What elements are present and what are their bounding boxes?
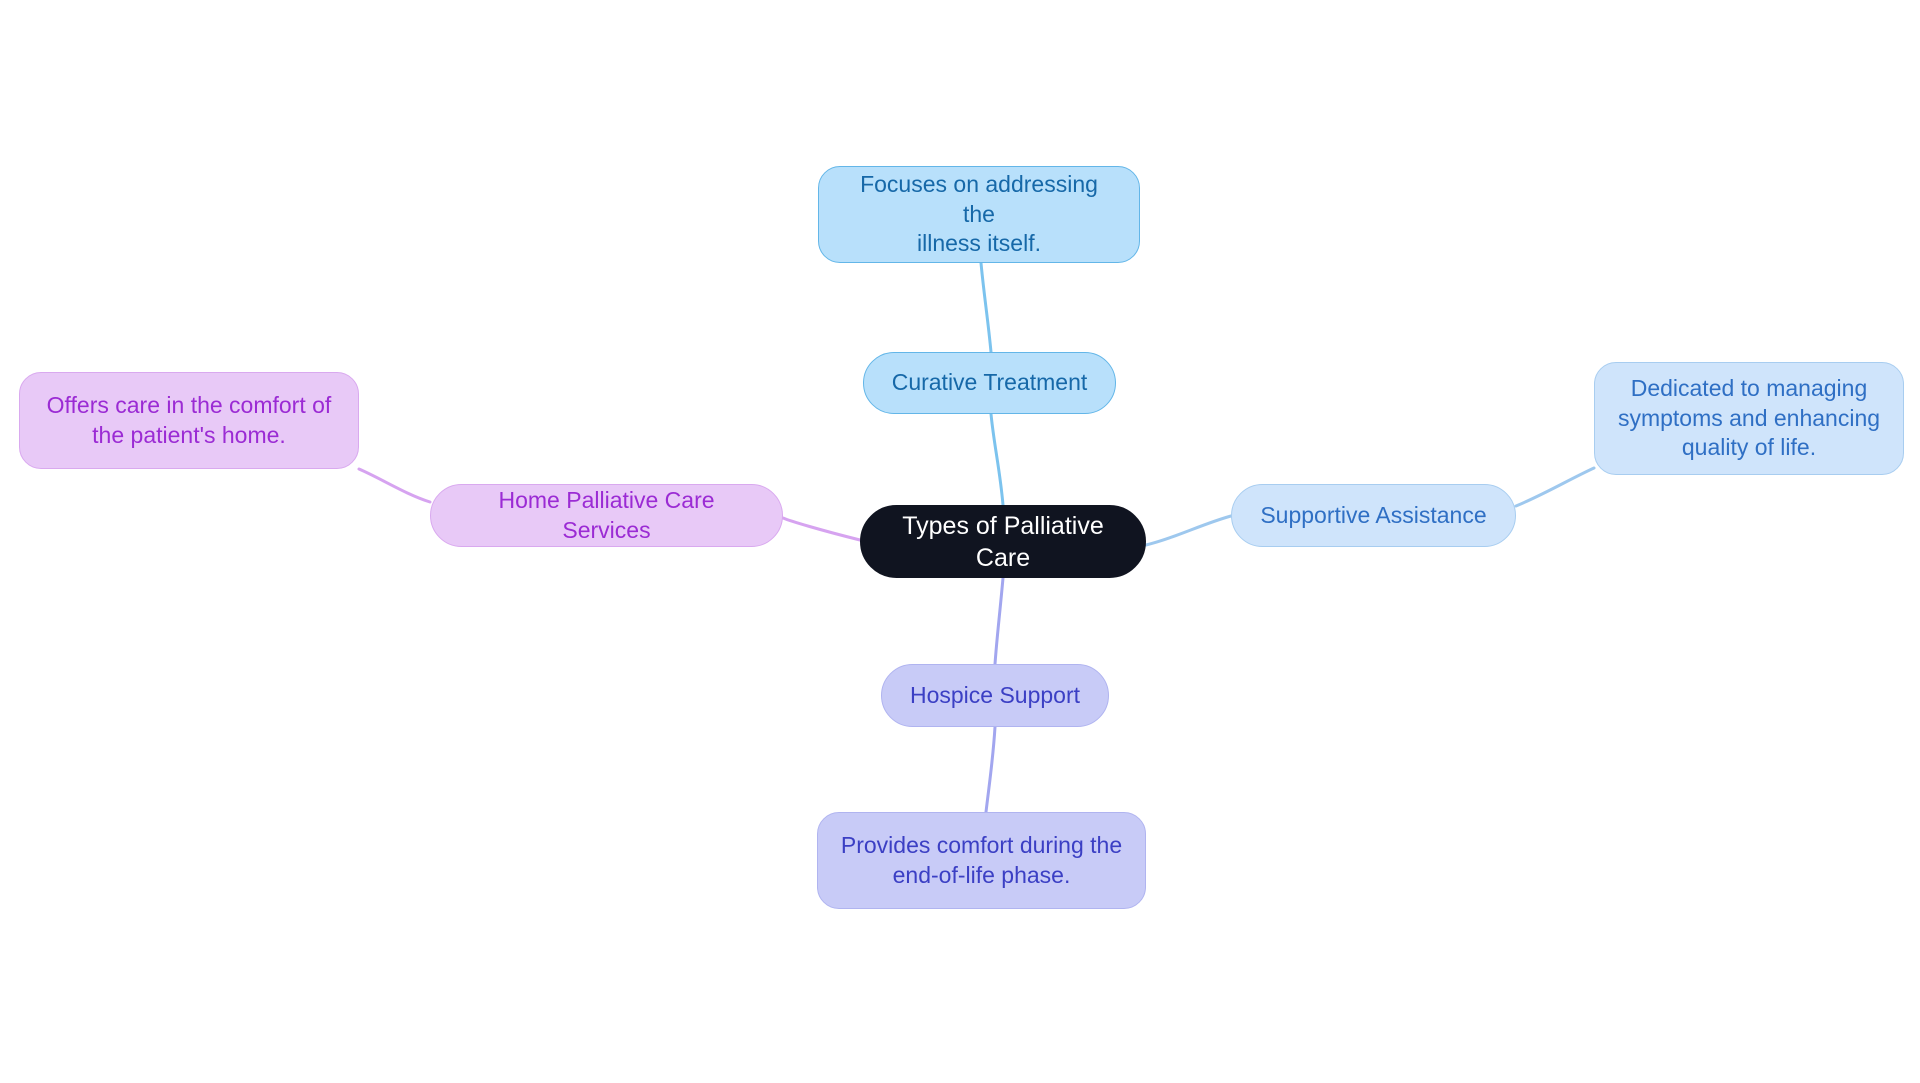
edge-curative-detail xyxy=(979,261,993,354)
mindmap-node-hospice-detail[interactable]: Provides comfort during the end-of-life … xyxy=(817,812,1146,909)
edge-supportive-detail xyxy=(1514,466,1596,508)
mindmap-node-curative-detail[interactable]: Focuses on addressing the illness itself… xyxy=(818,166,1140,263)
mindmap-node-root[interactable]: Types of Palliative Care xyxy=(860,505,1146,578)
edge-root-hospice xyxy=(993,576,1005,666)
mindmap-node-home-palliative-care-services[interactable]: Home Palliative Care Services xyxy=(430,484,783,547)
mindmap-node-home-detail[interactable]: Offers care in the comfort of the patien… xyxy=(19,372,359,469)
edge-hospice-detail xyxy=(984,725,997,814)
mindmap-node-supportive-detail[interactable]: Dedicated to managing symptoms and enhan… xyxy=(1594,362,1904,475)
mindmap-node-supportive-assistance[interactable]: Supportive Assistance xyxy=(1231,484,1516,547)
edge-root-home xyxy=(781,516,862,542)
mindmap-node-hospice-support[interactable]: Hospice Support xyxy=(881,664,1109,727)
edge-root-supportive xyxy=(1144,514,1233,547)
edge-home-detail xyxy=(357,467,432,504)
edge-root-curative xyxy=(989,412,1005,507)
mindmap-node-curative-treatment[interactable]: Curative Treatment xyxy=(863,352,1116,414)
